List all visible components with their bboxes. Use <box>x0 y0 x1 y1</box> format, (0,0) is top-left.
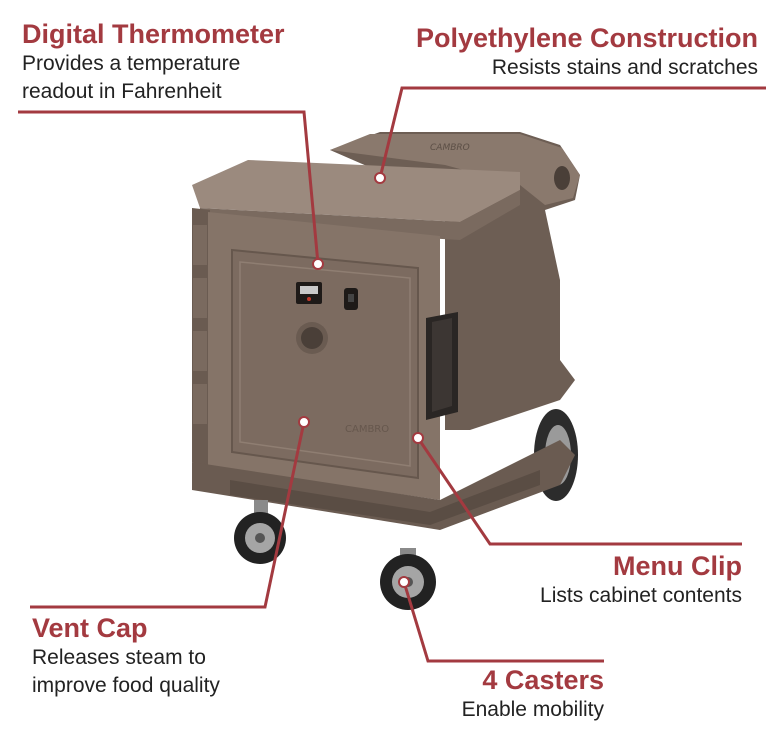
vent-cap-icon <box>296 322 328 354</box>
callout-line: improve food quality <box>32 674 220 697</box>
callout-line: Provides a temperature <box>22 52 241 75</box>
side-rib <box>193 331 207 371</box>
leader-casters <box>402 581 604 663</box>
leader-lines <box>18 86 766 663</box>
callout-casters: 4 Casters Enable mobility <box>462 664 604 724</box>
dot-casters <box>398 576 410 588</box>
callout-line: Enable mobility <box>461 698 604 721</box>
dot-construction <box>374 172 386 184</box>
dot-thermometer <box>312 258 324 270</box>
brand-mark-rear: CAMBRO <box>430 143 470 153</box>
callout-title: Menu Clip <box>613 551 742 581</box>
callout-digital-thermometer: Digital Thermometer Provides a temperatu… <box>22 18 285 106</box>
door-latch-icon <box>344 288 358 310</box>
callout-title: Digital Thermometer <box>22 19 285 49</box>
cabinet-side-panel <box>330 132 580 430</box>
thermometer-display-icon <box>296 282 322 304</box>
side-rib <box>193 384 207 424</box>
side-rib <box>193 225 207 265</box>
cabinet-top-lid <box>192 160 520 222</box>
cabinet-rear-handle <box>330 134 580 205</box>
leader-thermometer <box>18 110 320 265</box>
callout-polyethylene-construction: Polyethylene Construction Resists stains… <box>416 22 758 82</box>
door-inset <box>239 261 411 467</box>
callout-line: readout in Fahrenheit <box>22 80 222 103</box>
brand-mark-door: CAMBRO <box>345 424 389 435</box>
callout-line: Resists stains and scratches <box>491 56 758 79</box>
callout-vent-cap: Vent Cap Releases steam to improve food … <box>32 612 220 700</box>
callout-menu-clip: Menu Clip Lists cabinet contents <box>540 550 742 610</box>
leader-vent-cap <box>30 421 306 609</box>
cabinet-door <box>231 248 419 480</box>
callout-line: Releases steam to <box>32 646 206 669</box>
base-shadow <box>230 470 540 525</box>
front-left-caster-wheel-icon <box>234 500 286 564</box>
leader-construction <box>378 86 766 179</box>
side-rib <box>193 278 207 318</box>
callout-title: 4 Casters <box>482 665 604 695</box>
cabinet-base <box>192 440 575 530</box>
callout-title: Polyethylene Construction <box>415 23 758 53</box>
callout-line: Lists cabinet contents <box>540 584 742 607</box>
dot-vent-cap <box>298 416 310 428</box>
handle-hole <box>554 166 570 190</box>
leader-menu-clip <box>416 437 742 546</box>
callout-title: Vent Cap <box>32 613 148 643</box>
dot-menu-clip <box>412 432 424 444</box>
menu-clip-holder <box>426 312 458 420</box>
leader-dots <box>298 172 424 588</box>
